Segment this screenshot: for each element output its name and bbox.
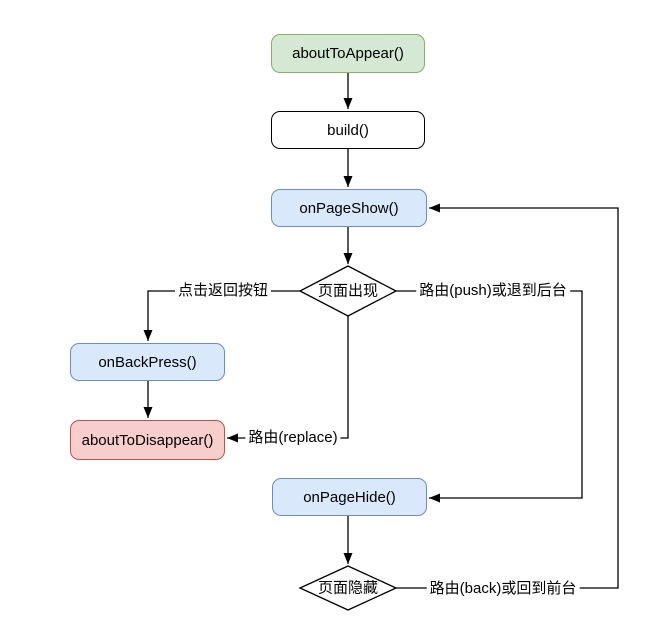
decision-page-hide — [298, 565, 398, 611]
decision-page-appear-label: 页面出现 — [317, 282, 379, 300]
node-on-back-press: onBackPress() — [70, 343, 225, 381]
edge-label-route-back: 路由(back)或回到前台 — [426, 580, 580, 598]
node-about-to-disappear: aboutToDisappear() — [70, 420, 225, 460]
edge-pageappear-to-onpagehide — [396, 290, 583, 503]
node-on-page-show: onPageShow() — [271, 189, 427, 227]
edge-pagehide-to-onpageshow — [396, 203, 619, 589]
node-build-label: build() — [327, 121, 369, 139]
edge-pageappear-to-abouttodisappear — [227, 316, 349, 443]
node-about-to-disappear-label: aboutToDisappear() — [81, 431, 214, 449]
node-on-page-hide-label: onPageHide() — [303, 488, 396, 506]
node-about-to-appear: aboutToAppear() — [271, 34, 425, 73]
node-on-page-hide: onPageHide() — [272, 478, 427, 516]
node-on-back-press-label: onBackPress() — [98, 353, 197, 371]
decision-page-appear — [298, 265, 398, 317]
node-about-to-appear-label: aboutToAppear() — [292, 45, 404, 62]
edge-label-route-replace: 路由(replace) — [245, 429, 341, 447]
node-on-page-show-label: onPageShow() — [299, 199, 399, 217]
edge-label-click-back: 点击返回按钮 — [174, 282, 272, 300]
edge-label-route-push: 路由(push)或退到后台 — [416, 282, 570, 300]
decision-page-hide-label: 页面隐藏 — [317, 579, 379, 597]
node-build: build() — [271, 111, 425, 149]
